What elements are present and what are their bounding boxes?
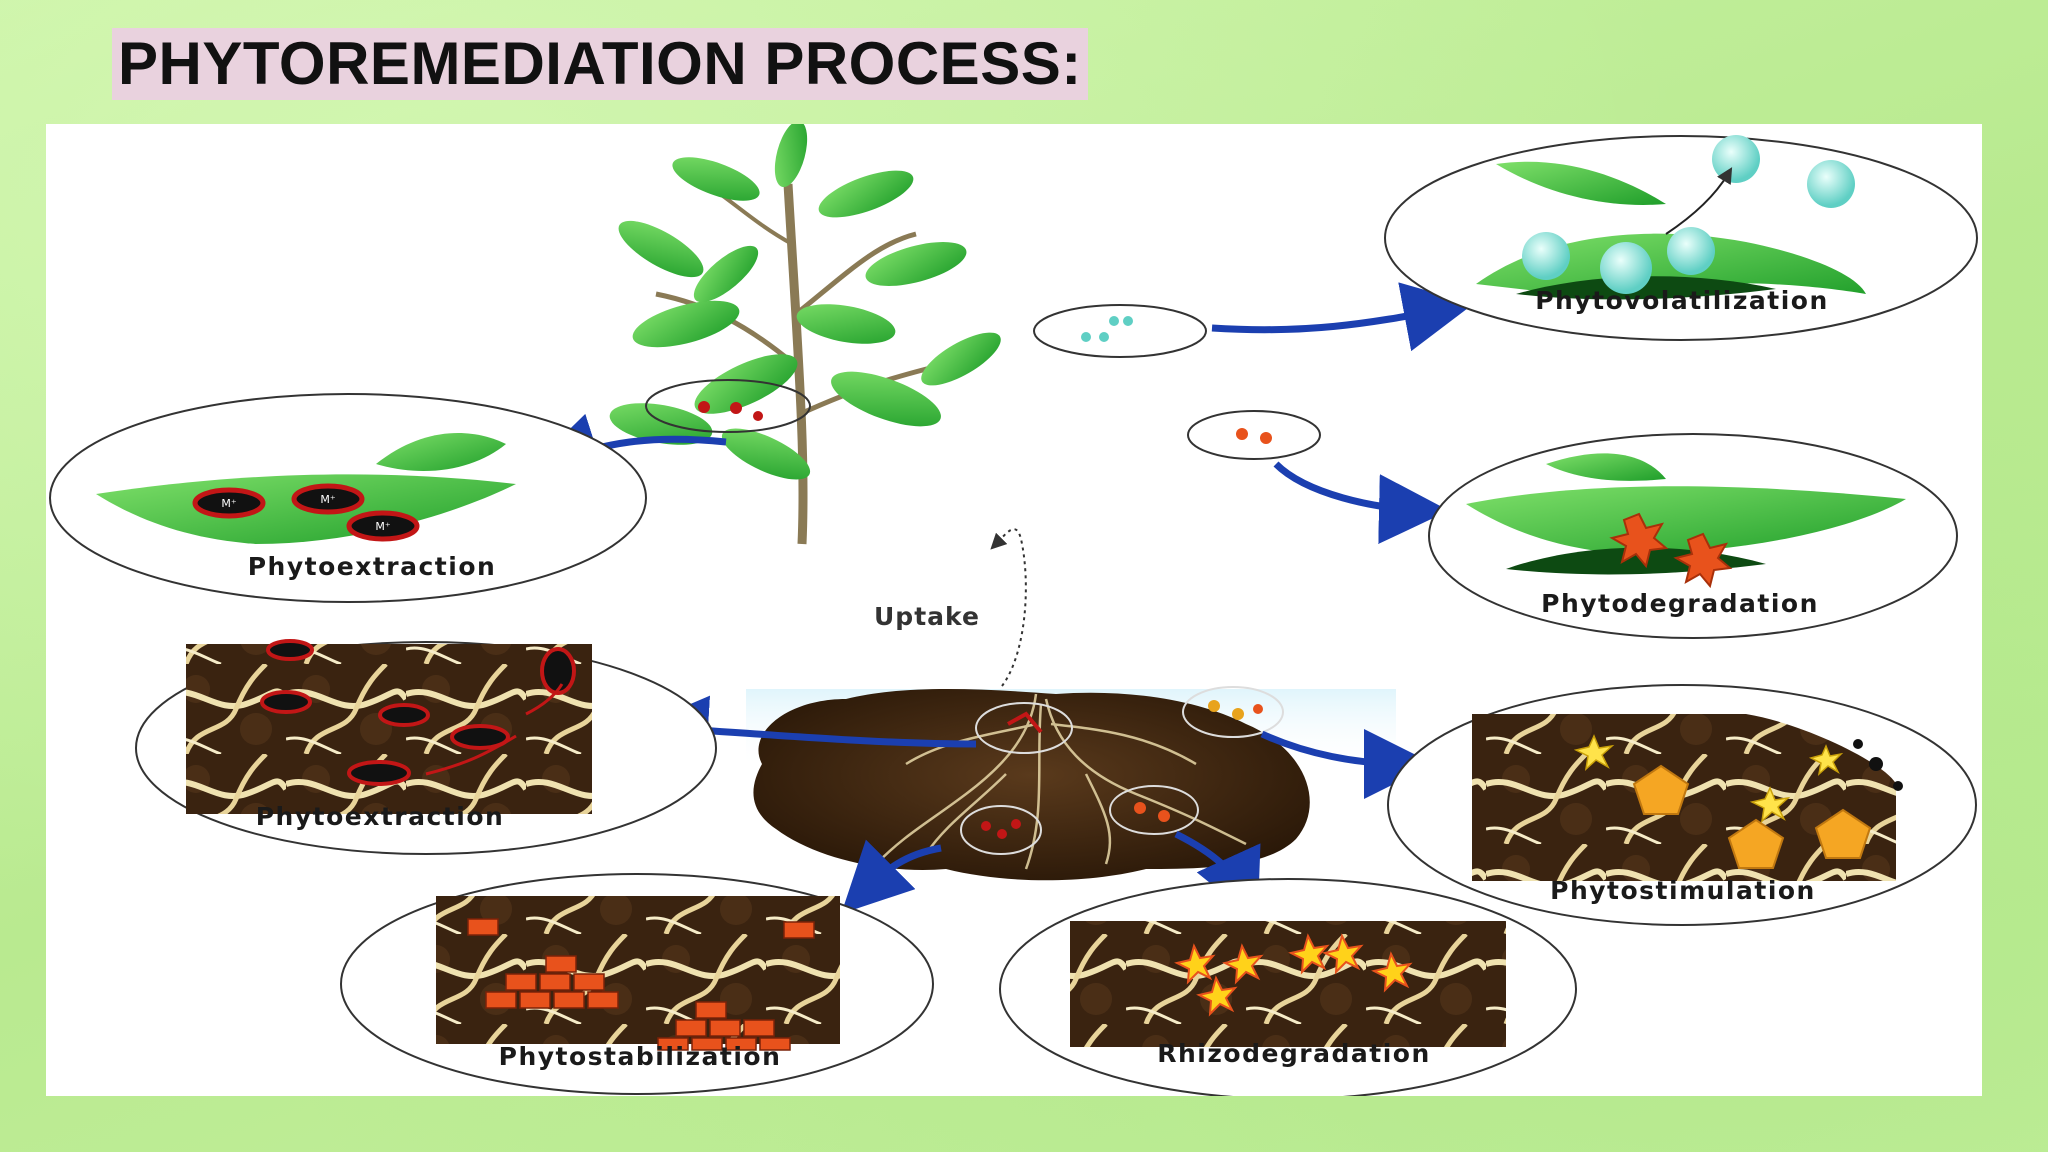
panel-phytoextraction-root	[135, 639, 717, 855]
metal-ion-text: M⁺	[320, 493, 335, 506]
slide-title: PHYTOREMEDIATION PROCESS:	[112, 28, 1088, 100]
label-phytostabilization: Phytostabilization	[498, 1042, 782, 1071]
plant	[609, 124, 1321, 545]
label-phytostimulation: Phytostimulation	[1550, 876, 1816, 905]
phytoremediation-diagram: M⁺ M⁺ M⁺	[46, 124, 1982, 1096]
label-rhizodegradation: Rhizodegradation	[1157, 1039, 1431, 1068]
panel-phytovolatilization	[1384, 135, 1978, 341]
panel-phytostabilization	[340, 873, 934, 1095]
metal-ion-text: M⁺	[221, 497, 236, 510]
panel-phytodegradation	[1428, 433, 1958, 639]
panel-phytostimulation	[1387, 684, 1977, 926]
panel-phytoextraction-leaf: M⁺ M⁺ M⁺	[49, 393, 647, 603]
label-phytovolatilization: Phytovolatilization	[1535, 286, 1829, 315]
diagram-artwork: M⁺ M⁺ M⁺	[49, 124, 1978, 1096]
label-phytodegradation: Phytodegradation	[1541, 589, 1819, 618]
label-phytoextraction-leaf: Phytoextraction	[247, 552, 497, 581]
metal-ion-text: M⁺	[375, 520, 390, 533]
soil-root-zone	[746, 686, 1396, 881]
panel-rhizodegradation	[999, 878, 1577, 1096]
label-phytoextraction-root: Phytoextraction	[255, 802, 505, 831]
label-uptake: Uptake	[874, 602, 980, 631]
